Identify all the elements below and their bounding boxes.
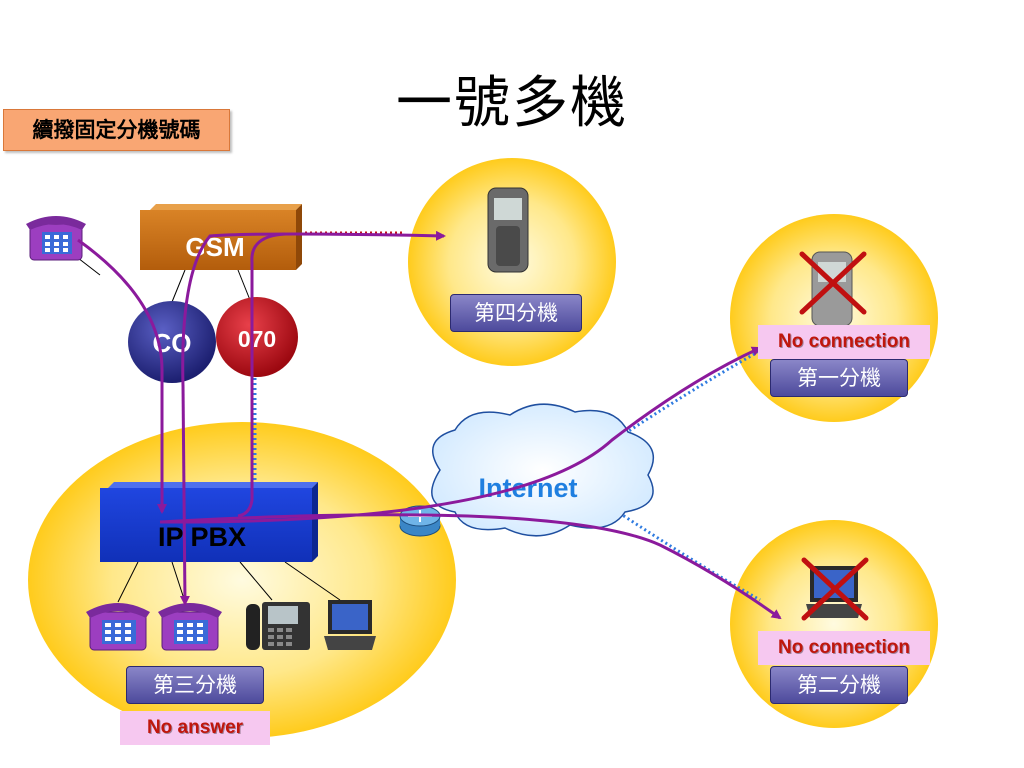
ext1-label: 第一分機: [770, 359, 908, 397]
ext2-label: 第二分機: [770, 666, 908, 704]
mobile-phone-icon: [487, 187, 529, 273]
n070-node: 070: [216, 297, 298, 377]
pbx-label: IP PBX: [158, 522, 246, 552]
call-flow-arrows: [77, 230, 782, 620]
close-icon: [799, 251, 867, 315]
arrow-070-loop: [237, 232, 286, 518]
ext3-label: 第三分機: [126, 666, 264, 704]
gsm-gateway: GSM: [140, 204, 302, 270]
internet-label: Internet: [478, 473, 577, 503]
co-node: CO: [128, 301, 216, 383]
note-box: 續撥固定分機號碼: [3, 109, 230, 151]
office-phone-icon: [158, 603, 222, 651]
arrow-desk-to-pbx: [77, 238, 167, 514]
laptop-icon: [806, 566, 862, 618]
close-icon: [801, 557, 869, 621]
dotted-links: [253, 350, 761, 602]
ip-phone-icon: [246, 602, 310, 650]
connector-lines: [77, 257, 341, 603]
n070-label: 070: [238, 326, 276, 352]
status-badge-ext2: No connection: [758, 631, 930, 665]
page-title: 一號多機: [396, 71, 628, 136]
arrow-pbx-to-ext3: [179, 384, 190, 606]
arrow-pbx-to-ext1: [159, 346, 762, 524]
arrow-pbx-to-ext4: [181, 230, 446, 387]
status-badge-ext1: No connection: [758, 325, 930, 359]
laptop-icon: [324, 600, 376, 650]
arrow-pbx-to-ext2: [159, 513, 782, 620]
desk-phone-icon: [26, 216, 86, 261]
ext4-label: 第四分機: [450, 294, 582, 332]
internet-cloud: [431, 403, 655, 537]
office-phone-icon: [86, 603, 150, 651]
status-badge-ext3: No answer: [120, 711, 270, 745]
mobile-phone-icon: [811, 251, 853, 327]
